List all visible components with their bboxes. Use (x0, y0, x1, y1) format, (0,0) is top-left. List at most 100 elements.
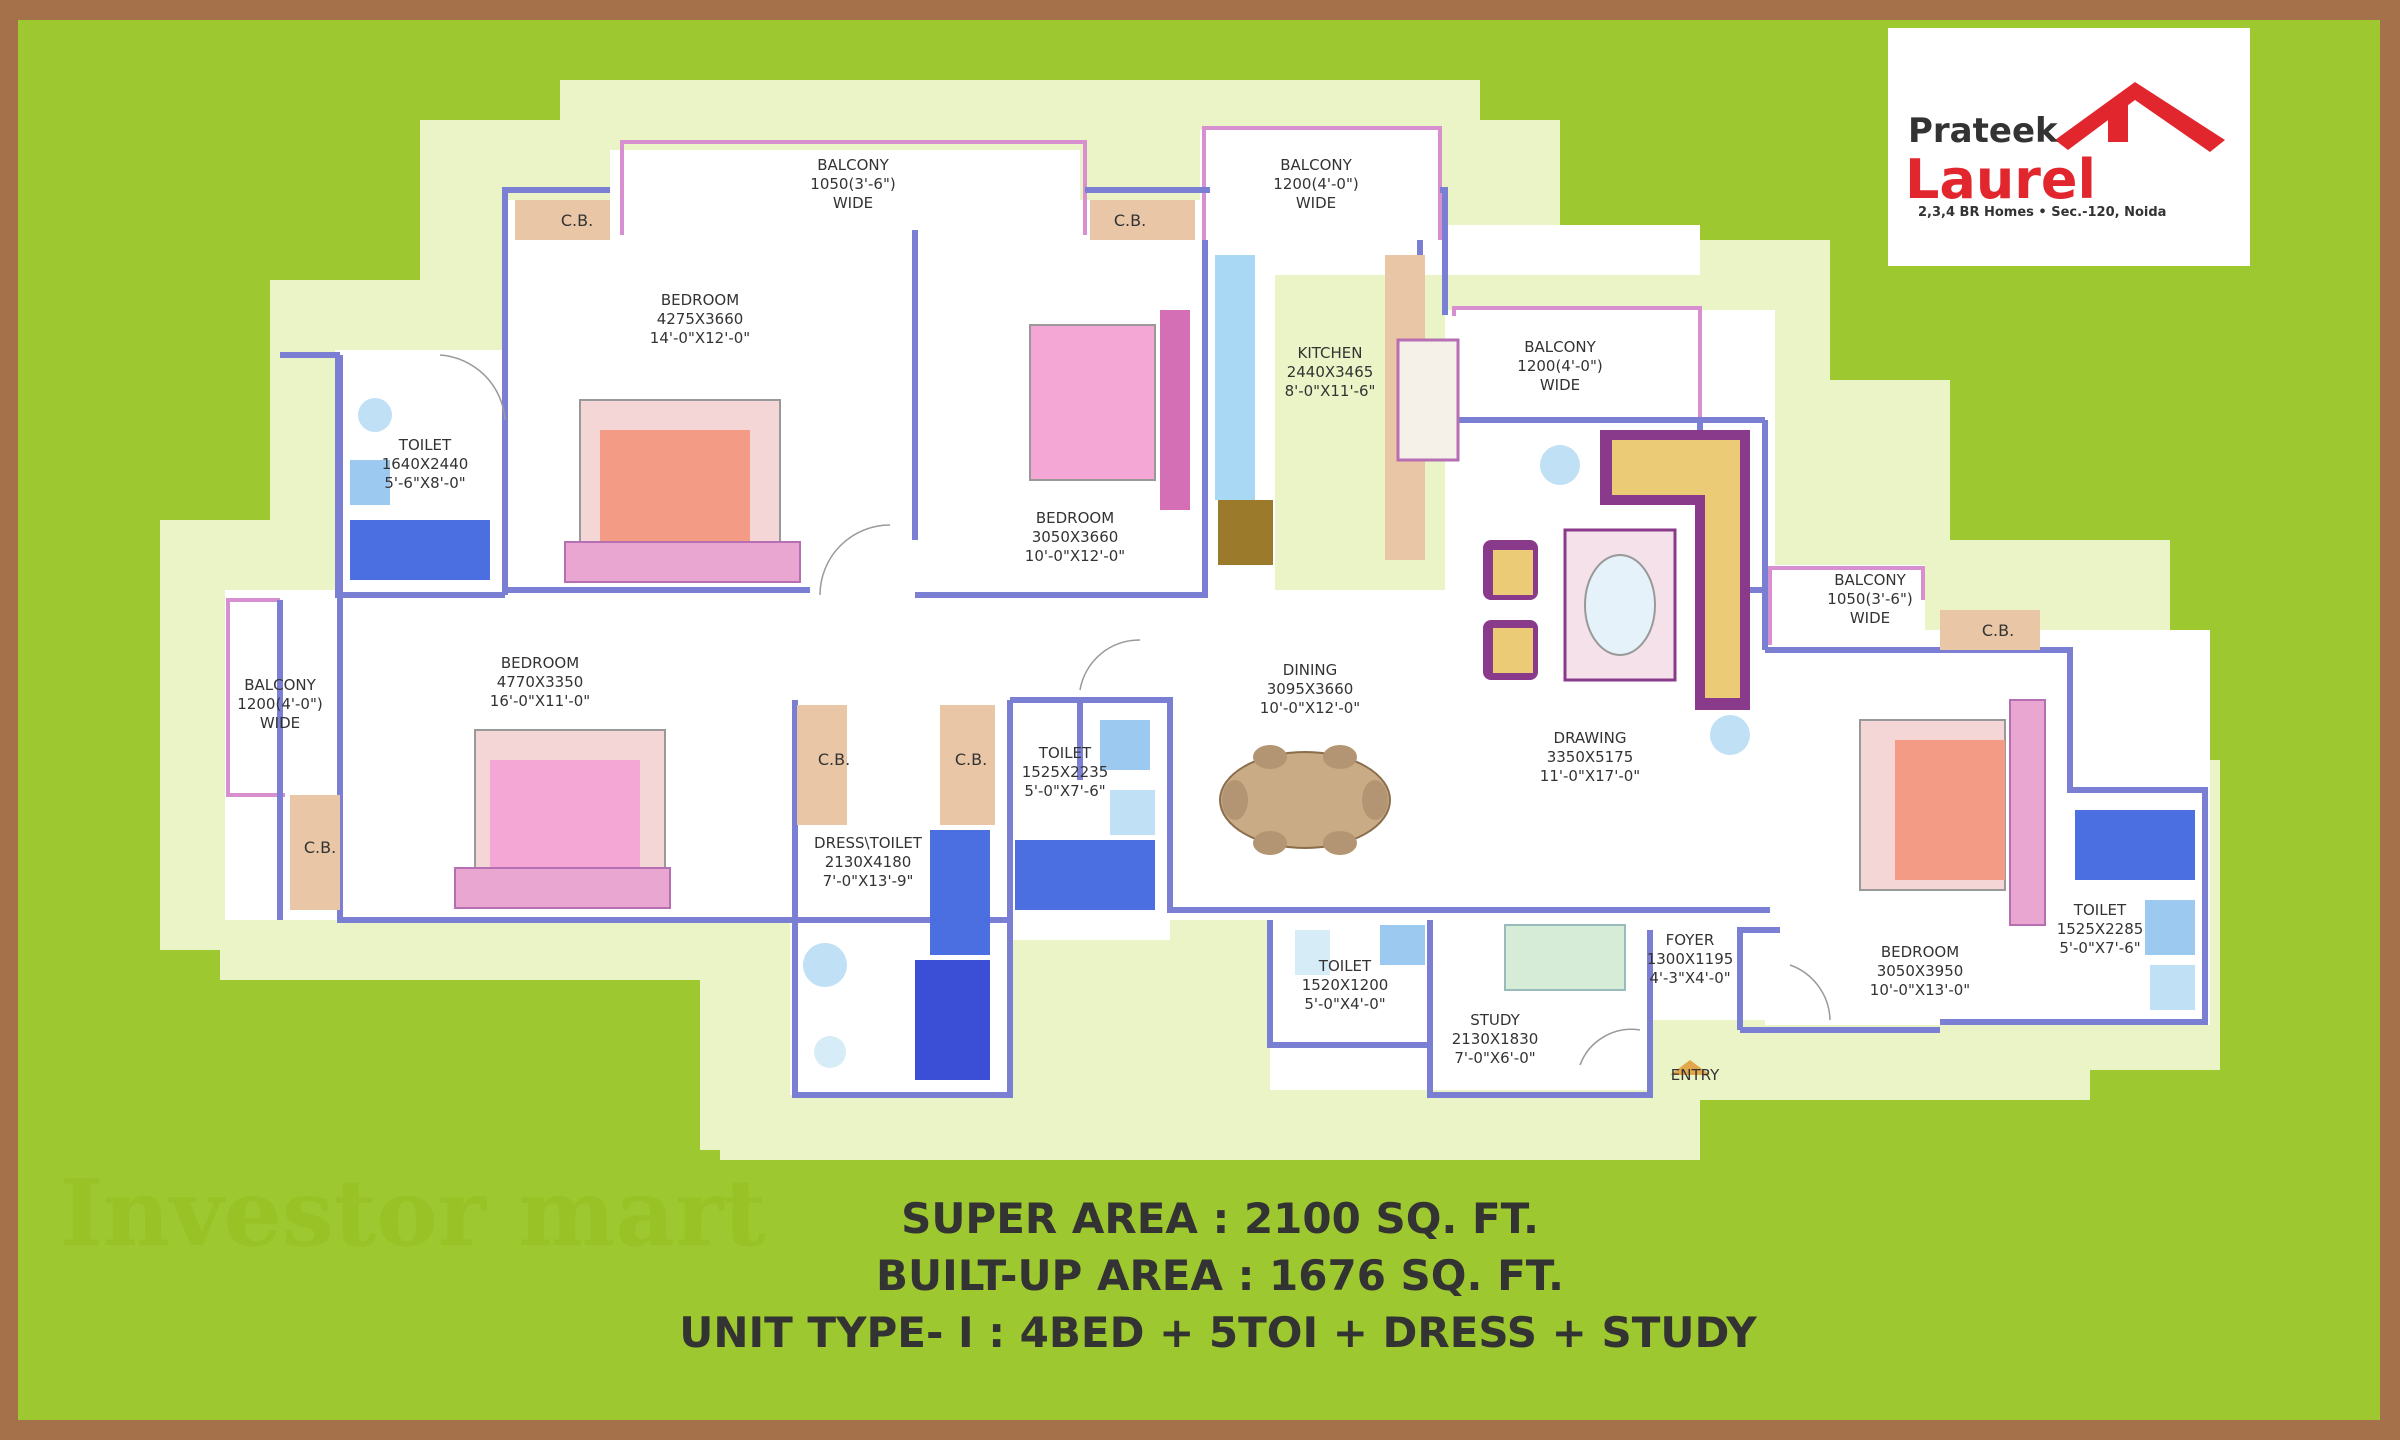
kitchen-appliance (1218, 500, 1273, 565)
room-label-line: BEDROOM (501, 654, 579, 672)
room-label-line: DRESS\TOILET (814, 834, 923, 852)
living-furniture (1483, 430, 1750, 710)
room-label-line: 1050(3'-6") (1827, 590, 1912, 608)
cb-label: C.B. (1982, 621, 2014, 640)
room-label-line: 2440X3465 (1287, 363, 1374, 381)
kitchen-sink (1215, 255, 1255, 500)
cb-label: C.B. (1114, 211, 1146, 230)
room-label-line: 4275X3660 (657, 310, 744, 328)
logo-line1: Prateek (1908, 111, 2059, 151)
room-label-line: WIDE (1850, 609, 1890, 627)
built-up-area: BUILT-UP AREA : 1676 SQ. FT. (876, 1251, 1564, 1300)
room-label-line: 1200(4'-0") (237, 695, 322, 713)
room-label-line: KITCHEN (1298, 344, 1363, 362)
room-label-line: BALCONY (244, 676, 316, 694)
room-label-line: BEDROOM (1036, 509, 1114, 527)
room-label-line: 16'-0"X11'-0" (490, 692, 590, 710)
room-label-line: WIDE (1540, 376, 1580, 394)
room-label-line: WIDE (260, 714, 300, 732)
unit-type: UNIT TYPE- I : 4BED + 5TOI + DRESS + STU… (679, 1308, 1757, 1357)
room-label-line: WIDE (1296, 194, 1336, 212)
room-label-line: DINING (1283, 661, 1337, 679)
room-label-line: DRAWING (1554, 729, 1627, 747)
room-label-line: 8'-0"X11'-6" (1285, 382, 1376, 400)
logo-line2: Laurel (1905, 148, 2096, 211)
room-label-line: 7'-0"X13'-9" (823, 872, 914, 890)
room-label-line: 7'-0"X6'-0" (1454, 1049, 1535, 1067)
room-label-line: 4'-3"X4'-0" (1649, 969, 1730, 987)
room-label-line: 4770X3350 (497, 673, 584, 691)
room-label-line: 1520X1200 (1302, 976, 1389, 994)
logo-tagline: 2,3,4 BR Homes • Sec.-120, Noida (1918, 205, 2166, 220)
room-label-line: 3050X3950 (1877, 962, 1964, 980)
room-label-line: BEDROOM (1881, 943, 1959, 961)
cb-label: C.B. (304, 838, 336, 857)
room-label-line: TOILET (398, 436, 452, 454)
room-label-line: 5'-0"X7'-6" (2059, 939, 2140, 957)
room-label-line: BALCONY (817, 156, 889, 174)
room-label-line: 14'-0"X12'-0" (650, 329, 750, 347)
room-label-line: 1640X2440 (382, 455, 469, 473)
room-label-line: 3050X3660 (1032, 528, 1119, 546)
cb-label: C.B. (561, 211, 593, 230)
super-area: SUPER AREA : 2100 SQ. FT. (901, 1194, 1539, 1243)
room-label-line: 5'-6"X8'-0" (384, 474, 465, 492)
room-label-line: 1300X1195 (1647, 950, 1734, 968)
room-label-line: TOILET (1318, 957, 1372, 975)
room-label-line: 10'-0"X12'-0" (1260, 699, 1360, 717)
logo: Prateek Laurel 2,3,4 BR Homes • Sec.-120… (1888, 28, 2250, 266)
cb-label: C.B. (818, 750, 850, 769)
cupboard-labels: C.B. C.B. C.B. C.B. C.B. C.B. (304, 211, 2014, 857)
room-label-line: 10'-0"X12'-0" (1025, 547, 1125, 565)
kitchen-stove (1396, 338, 1460, 462)
room-label-line: 1200(4'-0") (1273, 175, 1358, 193)
room-label-line: 1200(4'-0") (1517, 357, 1602, 375)
room-label-line: BEDROOM (661, 291, 739, 309)
room-label-line: WIDE (833, 194, 873, 212)
room-label-line: TOILET (2073, 901, 2127, 919)
room-label-line: 11'-0"X17'-0" (1540, 767, 1640, 785)
entry-arrow (1670, 1060, 1710, 1075)
room-label-line: 3095X3660 (1267, 680, 1354, 698)
watermark: Investor mart (60, 1159, 766, 1267)
room-label-line: 10'-0"X13'-0" (1870, 981, 1970, 999)
room-label-line: 5'-0"X7'-6" (1024, 782, 1105, 800)
room-label-line: 1050(3'-6") (810, 175, 895, 193)
entry-label: ENTRY (1671, 1066, 1720, 1084)
room-label-line: BALCONY (1524, 338, 1596, 356)
beds (454, 310, 2046, 926)
walls (277, 187, 2208, 1098)
room-label-line: 5'-0"X4'-0" (1304, 995, 1385, 1013)
room-label-line: 2130X4180 (825, 853, 912, 871)
room-label-line: BALCONY (1280, 156, 1352, 174)
study-desk (1504, 924, 1626, 991)
room-label-line: BALCONY (1834, 571, 1906, 589)
room-label-line: FOYER (1666, 931, 1715, 949)
room-label-line: 1525X2235 (1022, 763, 1109, 781)
room-label-line: STUDY (1470, 1011, 1520, 1029)
room-label-line: TOILET (1038, 744, 1092, 762)
room-label-line: 3350X5175 (1547, 748, 1634, 766)
cb-label: C.B. (955, 750, 987, 769)
